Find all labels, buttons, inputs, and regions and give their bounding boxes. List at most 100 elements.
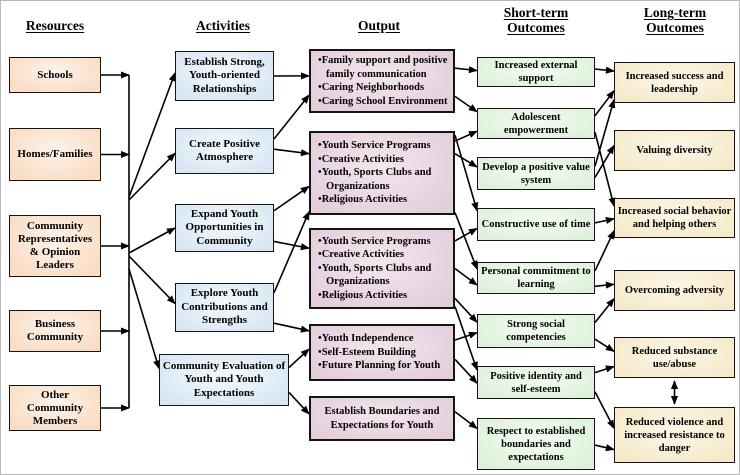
long-term-box-valuing-diversity: Valuing diversity (614, 130, 735, 171)
short-term-box-commitment-to-learning: Personal commitment to learning (477, 262, 595, 294)
activity-box-explore-youth-contributions: Explore Youth Contributions and Strength… (175, 283, 274, 332)
resource-box-other-community-members-label: Other Community Members (26, 388, 84, 427)
output-bullet-item: Youth, Sports Clubs and Organizations (318, 262, 451, 289)
activity-box-establish-relationships-label: Establish Strong, Youth-oriented Relatio… (184, 55, 265, 95)
connector-arrow (128, 227, 176, 254)
connector-arrow (454, 358, 478, 384)
resource-box-schools: Schools (9, 57, 101, 93)
output-box-youth-programs-1: Youth Service ProgramsCreative Activitie… (309, 131, 455, 215)
long-term-box-success-leadership-label: Increased success and leadership (625, 70, 724, 95)
output-bullet-item: Caring School Environment (318, 95, 448, 109)
activity-box-expand-youth-opportunities-label: Expand Youth Opportunities in Community (185, 207, 264, 247)
connector-arrow (454, 227, 478, 242)
connector-arrow (594, 131, 616, 207)
connector-arrow (273, 240, 310, 251)
connector-arrow (454, 297, 478, 323)
short-term-box-social-competencies-label: Strong social competencies (506, 319, 566, 343)
column-header-output: Output (357, 18, 401, 33)
resource-box-homes-families-label: Homes/Families (17, 148, 93, 160)
output-box-youth-programs-2: Youth Service ProgramsCreative Activitie… (309, 228, 455, 309)
connector-arrow (454, 66, 478, 74)
connector-arrow (288, 391, 310, 415)
connector-arrow (594, 89, 615, 117)
long-term-box-success-leadership: Increased success and leadership (614, 62, 735, 103)
connector-arrow (273, 148, 310, 157)
column-header-resources: Resources (25, 18, 85, 33)
connector-arrow (454, 306, 478, 371)
output-bullet-item: Self-Esteem Building (318, 346, 416, 360)
resource-box-community-representatives: Community Representatives & Opinion Lead… (9, 215, 101, 277)
resource-box-other-community-members: Other Community Members (9, 385, 101, 431)
short-term-box-constructive-use-of-time-label: Constructive use of time (481, 219, 591, 230)
short-term-box-external-support-label: Increased external support (494, 60, 578, 84)
connector-arrow (454, 331, 478, 341)
long-term-box-overcoming-adversity-label: Overcoming adversity (624, 285, 725, 296)
connector-arrow (594, 338, 615, 353)
short-term-box-adolescent-empowerment-label: Adolescent empowerment (503, 111, 569, 136)
output-bullet-item: Caring Neighborhoods (318, 81, 424, 95)
output-bullet-item: Youth Service Programs (318, 235, 431, 249)
output-bullet-item: Youth, Sports Clubs and Organizations (318, 166, 451, 193)
long-term-box-reduced-substance-use-label: Reduced substance use/abuse (631, 345, 718, 370)
connector-arrow (128, 72, 176, 198)
short-term-box-social-competencies: Strong social competencies (477, 314, 595, 348)
connector-arrow (128, 255, 176, 305)
connector-arrow (594, 98, 616, 167)
connector-arrow (128, 152, 176, 201)
column-header-short-term-outcomes: Short-term Outcomes (503, 5, 569, 35)
connector-arrow (454, 95, 478, 113)
output-bullet-item: Youth Independence (318, 332, 414, 346)
column-header-activities: Activities (196, 18, 250, 33)
output-box-establish-boundaries-label: Establish Boundaries and Expectations fo… (324, 406, 440, 431)
output-box-youth-independence: Youth IndependenceSelf-Esteem BuildingFu… (309, 324, 455, 381)
output-bullet-item: Religious Activities (318, 289, 407, 303)
short-term-box-commitment-to-learning-label: Personal commitment to learning (481, 266, 591, 290)
long-term-box-valuing-diversity-label: Valuing diversity (636, 145, 713, 156)
short-term-box-respect-boundaries: Respect to established boundaries and ex… (477, 418, 595, 470)
short-term-box-positive-value-system: Develop a positive value system (477, 157, 595, 190)
connector-arrow (454, 130, 478, 142)
output-bullet-item: Creative Activities (318, 248, 404, 262)
output-bullet-item: Creative Activities (318, 153, 404, 167)
resource-box-schools-label: Schools (37, 68, 73, 81)
connector-arrow (288, 348, 310, 369)
short-term-box-external-support: Increased external support (477, 57, 595, 87)
connector-arrow (128, 268, 161, 370)
activity-box-explore-youth-contributions-label: Explore Youth Contributions and Strength… (181, 287, 268, 327)
short-term-box-positive-value-system-label: Develop a positive value system (482, 161, 590, 186)
resource-box-business-community: Business Community (9, 310, 101, 352)
connector-arrow (594, 444, 615, 452)
connector-arrow (273, 322, 310, 333)
short-term-box-positive-identity: Positive identity and self-esteem (477, 366, 595, 399)
long-term-box-social-behavior: Increased social behavior and helping ot… (614, 198, 735, 238)
connector-arrow (594, 297, 615, 323)
output-bullet-item: Family support and positive family commu… (318, 54, 451, 81)
resource-box-community-representatives-label: Community Representatives & Opinion Lead… (17, 220, 93, 271)
short-term-box-respect-boundaries-label: Respect to established boundaries and ex… (486, 425, 586, 463)
connector-arrow (594, 216, 615, 225)
connector-arrow (454, 411, 478, 430)
activity-box-expand-youth-opportunities: Expand Youth Opportunities in Community (175, 204, 274, 252)
long-term-box-reduced-violence: Reduced violence and increased resistanc… (614, 407, 735, 463)
output-bullet-item: Youth Service Programs (318, 139, 431, 153)
long-term-box-social-behavior-label: Increased social behavior and helping ot… (617, 206, 732, 230)
short-term-box-constructive-use-of-time: Constructive use of time (477, 208, 595, 241)
activity-box-establish-relationships: Establish Strong, Youth-oriented Relatio… (175, 51, 274, 101)
connector-arrow (454, 267, 478, 286)
activity-box-create-positive-atmosphere: Create Positive Atmosphere (175, 128, 274, 174)
long-term-box-overcoming-adversity: Overcoming adversity (614, 270, 735, 311)
output-bullet-item: Religious Activities (318, 193, 407, 207)
connector-arrow (454, 212, 478, 270)
output-box-family-support: Family support and positive family commu… (309, 49, 455, 113)
long-term-box-reduced-violence-label: Reduced violence and increased resistanc… (624, 416, 725, 454)
connector-arrow (273, 210, 310, 294)
activity-box-community-evaluation: Community Evaluation of Youth and Youth … (159, 354, 289, 406)
activity-box-create-positive-atmosphere-label: Create Positive Atmosphere (189, 137, 260, 164)
connector-arrow (594, 229, 615, 272)
connector-arrow (454, 134, 479, 212)
connector-arrow (594, 391, 615, 430)
connector-arrow (594, 365, 615, 374)
resource-box-business-community-label: Business Community (26, 318, 84, 343)
output-bullet-item: Future Planning for Youth (318, 359, 441, 373)
